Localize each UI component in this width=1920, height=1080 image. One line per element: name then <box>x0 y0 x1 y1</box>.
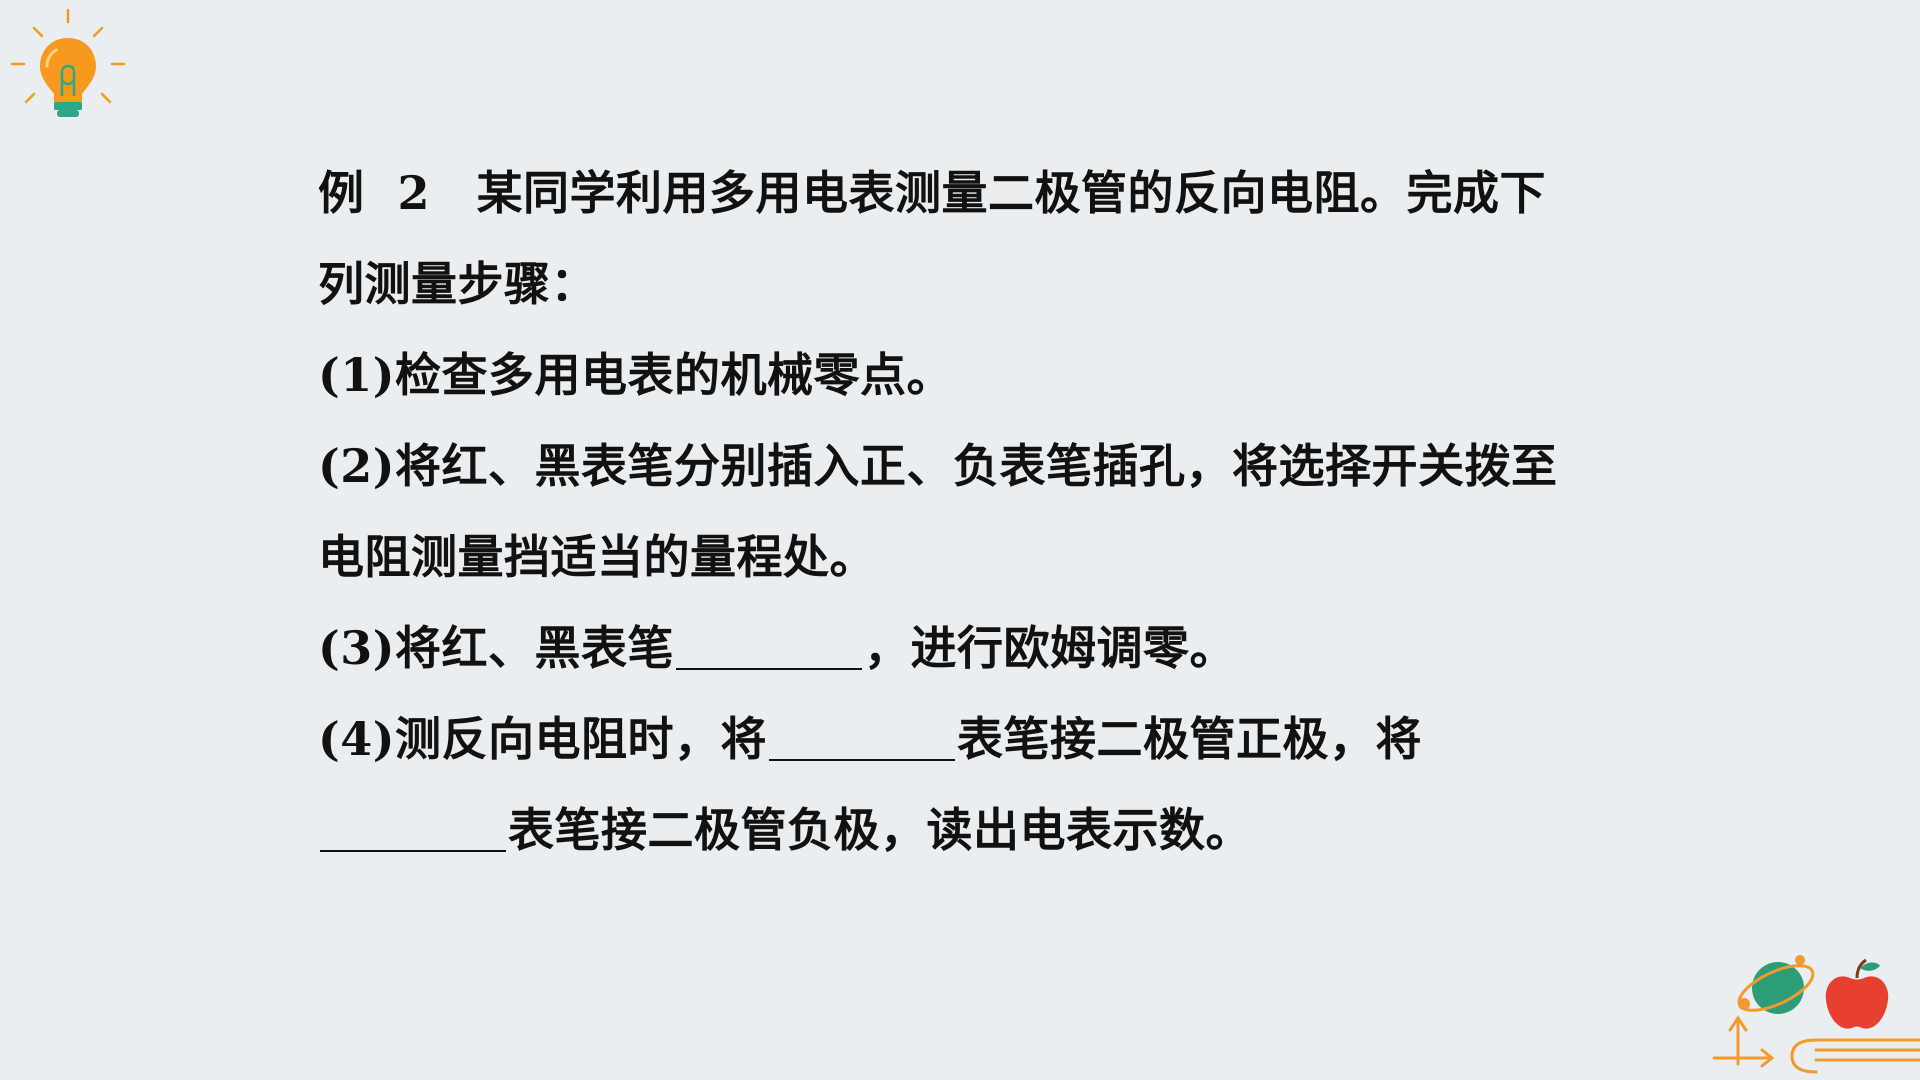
answer-blank[interactable] <box>676 624 863 670</box>
question-text-segment: (3)将红、黑表笔 <box>318 621 675 675</box>
lightbulb-icon <box>10 8 126 117</box>
question-paragraph: (2)将红、黑表笔分别插入正、负表笔插孔，将选择开关拨至电阻测量挡适当的量程处。 <box>318 421 1558 603</box>
question-text: 例 2 某同学利用多用电表测量二极管的反向电阻。完成下列测量步骤： (1)检查多… <box>318 148 1558 876</box>
question-text-segment: (4)测反向电阻时，将 <box>318 712 768 766</box>
question-paragraph: (4)测反向电阻时，将 表笔接二极管正极，将表笔接二极管负极，读出电表示数。 <box>318 694 1558 876</box>
question-paragraph: (1)检查多用电表的机械零点。 <box>318 330 1558 421</box>
question-text-segment: ，进行欧姆调零。 <box>864 621 1237 675</box>
question-paragraph: (3)将红、黑表笔 ，进行欧姆调零。 <box>318 603 1558 694</box>
globe-apple-books-icon <box>1712 955 1920 1074</box>
question-text-segment: (1)检查多用电表的机械零点。 <box>318 348 954 402</box>
answer-blank[interactable] <box>320 806 506 852</box>
question-paragraph: 例 2 某同学利用多用电表测量二极管的反向电阻。完成下列测量步骤： <box>318 148 1558 330</box>
question-text-segment: (2)将红、黑表笔分别插入正、负表笔插孔，将选择开关拨至电阻测量挡适当的量程处。 <box>318 439 1558 584</box>
question-text-segment: 表笔接二极管正极，将 <box>957 712 1423 766</box>
question-text-segment: 表笔接二极管负极，读出电表示数。 <box>508 803 1252 857</box>
question-text-segment: 例 2 某同学利用多用电表测量二极管的反向电阻。完成下列测量步骤： <box>318 166 1547 311</box>
answer-blank[interactable] <box>769 715 956 761</box>
